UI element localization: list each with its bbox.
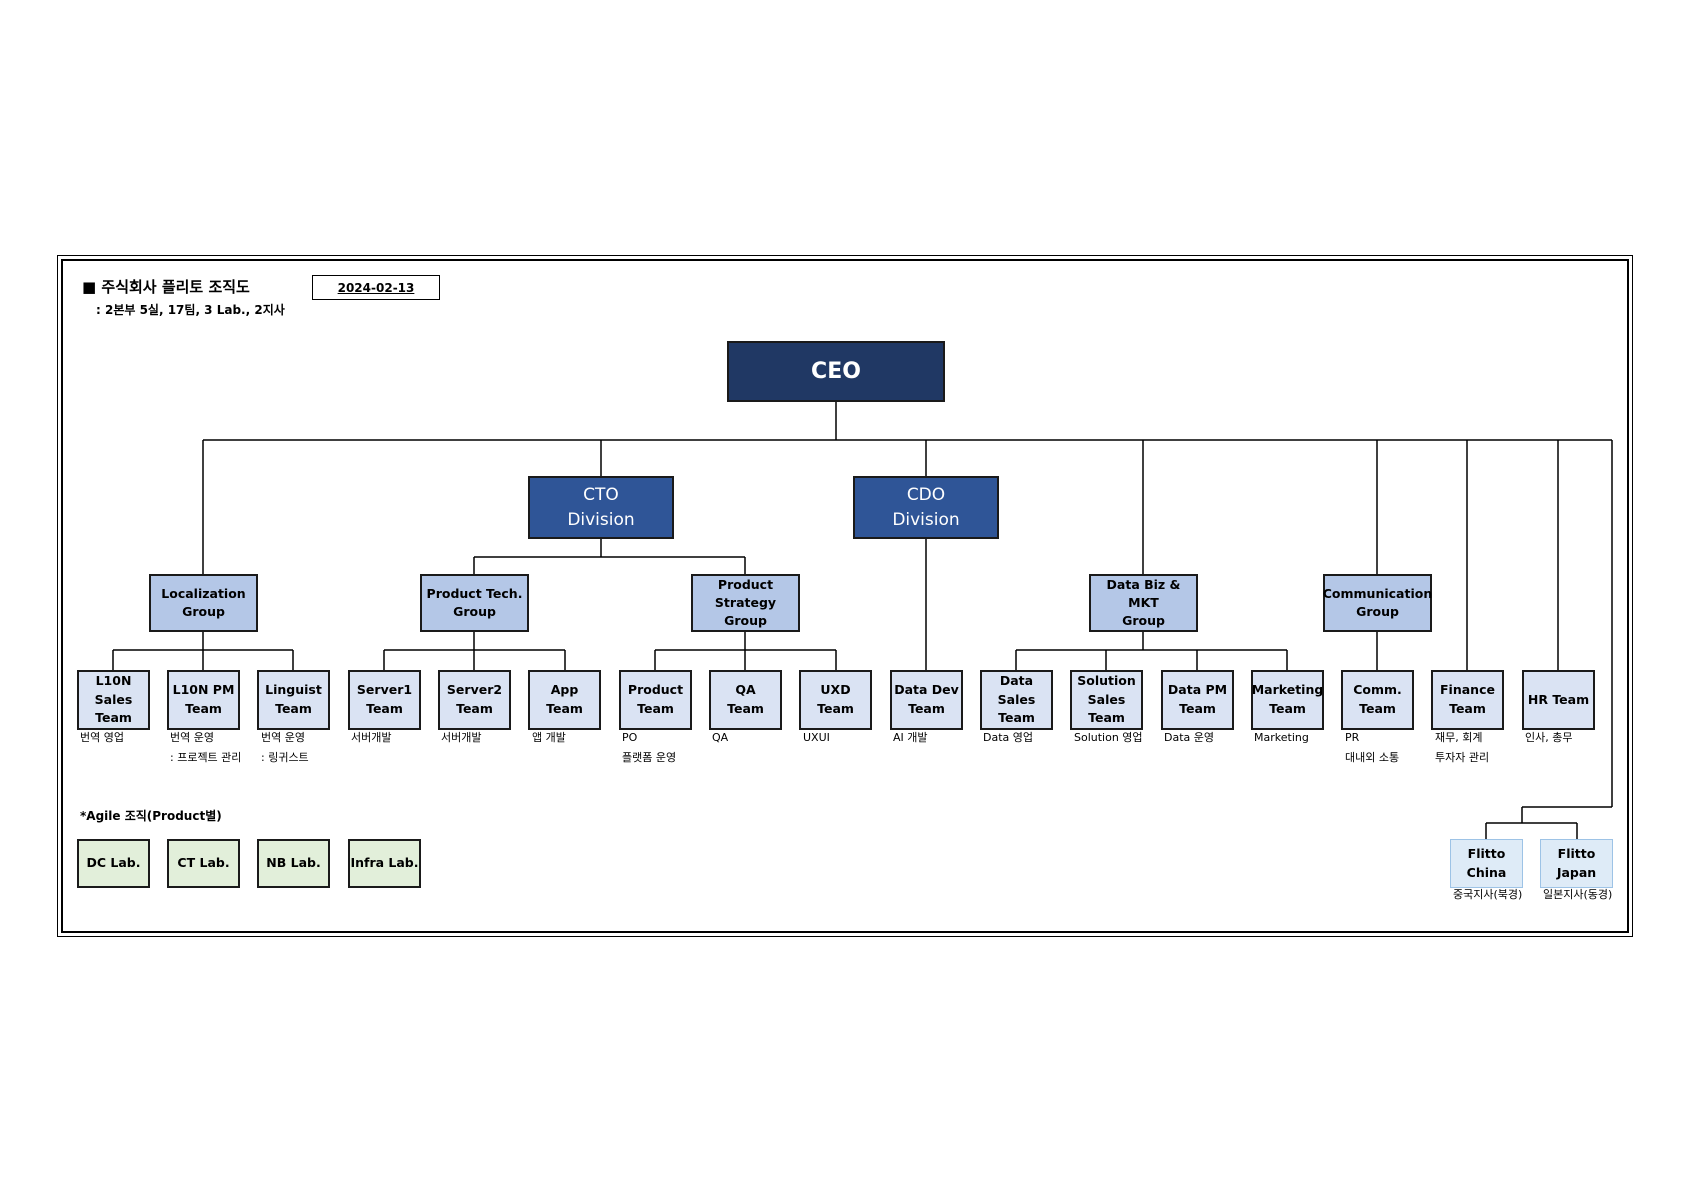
note-flitto-japan: 일본지사(동경) (1543, 888, 1613, 901)
note-l10n-sales: 번역 영업 (80, 731, 124, 744)
chart-frame-outer (57, 255, 1633, 937)
note-app: 앱 개발 (532, 731, 566, 744)
note-server2: 서버개발 (441, 731, 482, 744)
chart-subtitle: : 2본부 5실, 17팀, 3 Lab., 2지사 (96, 303, 285, 317)
product-tech-group-box: Product Tech.Group (420, 574, 529, 632)
chart-frame-inner (61, 259, 1629, 933)
note-data-sales: Data 영업 (983, 731, 1034, 744)
note-data-pm: Data 운영 (1164, 731, 1215, 744)
note-qa: QA (712, 731, 729, 744)
lab-ct: CT Lab. (167, 839, 240, 888)
date-box: 2024-02-13 (312, 275, 440, 300)
branch-flitto-china: Flitto China (1450, 839, 1523, 888)
agile-title: *Agile 조직(Product별) (80, 809, 222, 823)
note-l10n-pm: 번역 운영: 프로젝트 관리 (170, 731, 242, 764)
note-data-dev: AI 개발 (893, 731, 928, 744)
team-hr: HR Team (1522, 670, 1595, 730)
note-hr: 인사, 총무 (1525, 731, 1573, 744)
ceo-box: CEO (727, 341, 945, 402)
chart-title: ■ 주식회사 플리토 조직도 (82, 278, 250, 296)
lab-nb: NB Lab. (257, 839, 330, 888)
team-comm: Comm.Team (1341, 670, 1414, 730)
note-server1: 서버개발 (351, 731, 392, 744)
note-marketing: Marketing (1254, 731, 1309, 744)
note-linguist: 번역 운영: 링귀스트 (261, 731, 309, 764)
note-flitto-china: 중국지사(북경) (1453, 888, 1523, 901)
branch-flitto-japan: Flitto Japan (1540, 839, 1613, 888)
lab-infra: Infra Lab. (348, 839, 421, 888)
note-uxd: UXUI (803, 731, 830, 744)
lab-dc: DC Lab. (77, 839, 150, 888)
note-solution-sales: Solution 영업 (1074, 731, 1143, 744)
